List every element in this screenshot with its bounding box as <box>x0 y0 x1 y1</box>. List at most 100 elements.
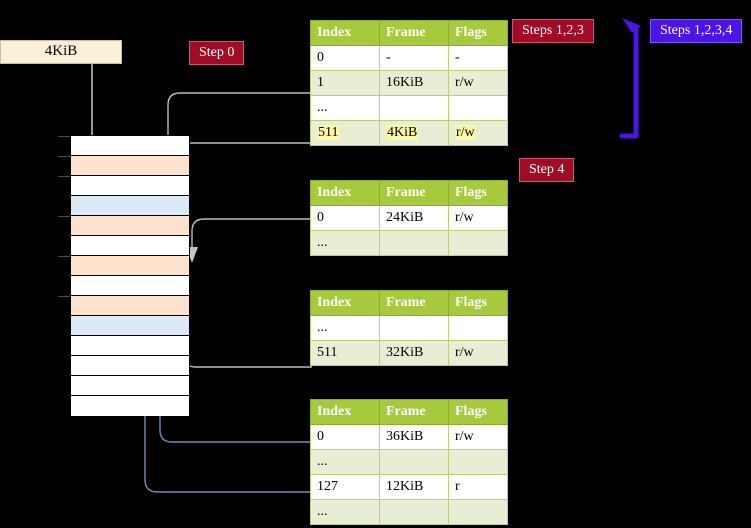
badge-step-0-label: Step 0 <box>199 45 235 60</box>
table-cell-flags: r/w <box>448 70 508 96</box>
table-cell-index: 0 <box>310 205 380 231</box>
column-header-frame: Frame <box>379 20 449 46</box>
wire-steps-bracket <box>619 21 639 139</box>
column-header-index: Index <box>310 180 380 206</box>
table-cell-index: 1 <box>310 70 380 96</box>
memory-tick <box>58 256 70 257</box>
table-cell-frame <box>379 230 449 256</box>
memory-frame-row <box>71 216 189 236</box>
table-cell-index: 127 <box>310 474 380 500</box>
table-cell-flags <box>448 315 508 341</box>
table-cell-flags <box>448 230 508 256</box>
badge-step-4: Step 4 <box>519 158 575 182</box>
badge-steps-123: Steps 1,2,3 <box>512 19 594 43</box>
highlighted-value: 511 <box>317 125 340 140</box>
memory-tick <box>58 216 70 217</box>
wire-pd-row511 <box>182 320 312 368</box>
memory-tick <box>58 176 70 177</box>
memory-frame-row <box>71 376 189 396</box>
highlighted-value: 4KiB <box>386 125 419 140</box>
table-cell-flags: r/w <box>448 120 508 146</box>
table-cell-index: ... <box>310 449 380 475</box>
table-cell-frame <box>379 499 449 525</box>
physical-memory-column <box>70 135 190 416</box>
memory-tick <box>58 296 70 297</box>
table-row: ... <box>310 315 508 341</box>
table-cell-index: ... <box>310 315 380 341</box>
wire-pdp-row0 <box>191 218 312 247</box>
table-cell-flags <box>448 449 508 475</box>
table-cell-index: 511 <box>310 340 380 366</box>
memory-tick <box>58 136 70 137</box>
memory-frame-row <box>71 276 189 296</box>
table-cell-index: 0 <box>310 424 380 450</box>
column-header-frame: Frame <box>379 399 449 425</box>
column-header-flags: Flags <box>448 20 508 46</box>
table-cell-frame <box>379 95 449 121</box>
memory-frame-row <box>71 176 189 196</box>
highlighted-value: r/w <box>455 125 476 140</box>
table-cell-flags: - <box>448 45 508 71</box>
table-cell-frame: - <box>379 45 449 71</box>
column-header-flags: Flags <box>448 290 508 316</box>
memory-frame-4kib-label: 4KiB <box>44 43 78 59</box>
memory-frame-row <box>71 136 189 156</box>
table-row: 0-- <box>310 45 508 71</box>
badge-steps-1234-label: Steps 1,2,3,4 <box>660 23 733 38</box>
table-row: ... <box>310 230 508 256</box>
memory-frame-row <box>71 336 189 356</box>
arrowhead-steps-bracket <box>622 18 641 33</box>
table-cell-frame: 16KiB <box>379 70 449 96</box>
table-row: ... <box>310 95 508 121</box>
column-header-index: Index <box>310 290 380 316</box>
column-header-flags: Flags <box>448 180 508 206</box>
table-cell-flags <box>448 499 508 525</box>
badge-steps-1234: Steps 1,2,3,4 <box>650 19 743 43</box>
memory-frame-row <box>71 316 189 336</box>
memory-frame-4kib-box: 4KiB <box>0 40 122 64</box>
table-row: ... <box>310 449 508 475</box>
table-cell-flags: r <box>448 474 508 500</box>
column-header-frame: Frame <box>379 290 449 316</box>
badge-step-4-label: Step 4 <box>529 162 565 177</box>
column-header-index: Index <box>310 399 380 425</box>
badge-step-0: Step 0 <box>189 41 245 65</box>
table-cell-frame: 24KiB <box>379 205 449 231</box>
badge-steps-123-label: Steps 1,2,3 <box>522 23 584 38</box>
table-cell-frame <box>379 449 449 475</box>
table-cell-flags <box>448 95 508 121</box>
column-header-flags: Flags <box>448 399 508 425</box>
table-cell-frame: 12KiB <box>379 474 449 500</box>
memory-frame-row <box>71 236 189 256</box>
table-cell-flags: r/w <box>448 424 508 450</box>
memory-frame-row <box>71 296 189 316</box>
memory-tick <box>58 156 70 157</box>
column-header-index: Index <box>310 20 380 46</box>
table-row: 511 4KiB r/w <box>310 120 508 146</box>
table-cell-index: ... <box>310 230 380 256</box>
memory-frame-row <box>71 196 189 216</box>
memory-frame-row <box>71 396 189 416</box>
table-cell-index: ... <box>310 499 380 525</box>
memory-frame-row <box>71 256 189 276</box>
table-cell-frame <box>379 315 449 341</box>
memory-frame-row <box>71 356 189 376</box>
table-cell-index: ... <box>310 95 380 121</box>
table-cell-flags: r/w <box>448 205 508 231</box>
table-cell-index: 0 <box>310 45 380 71</box>
table-cell-frame: 4KiB <box>379 120 449 146</box>
column-header-frame: Frame <box>379 180 449 206</box>
table-cell-frame: 32KiB <box>379 340 449 366</box>
table-cell-index: 511 <box>310 120 380 146</box>
memory-frame-row <box>71 156 189 176</box>
table-cell-frame: 36KiB <box>379 424 449 450</box>
